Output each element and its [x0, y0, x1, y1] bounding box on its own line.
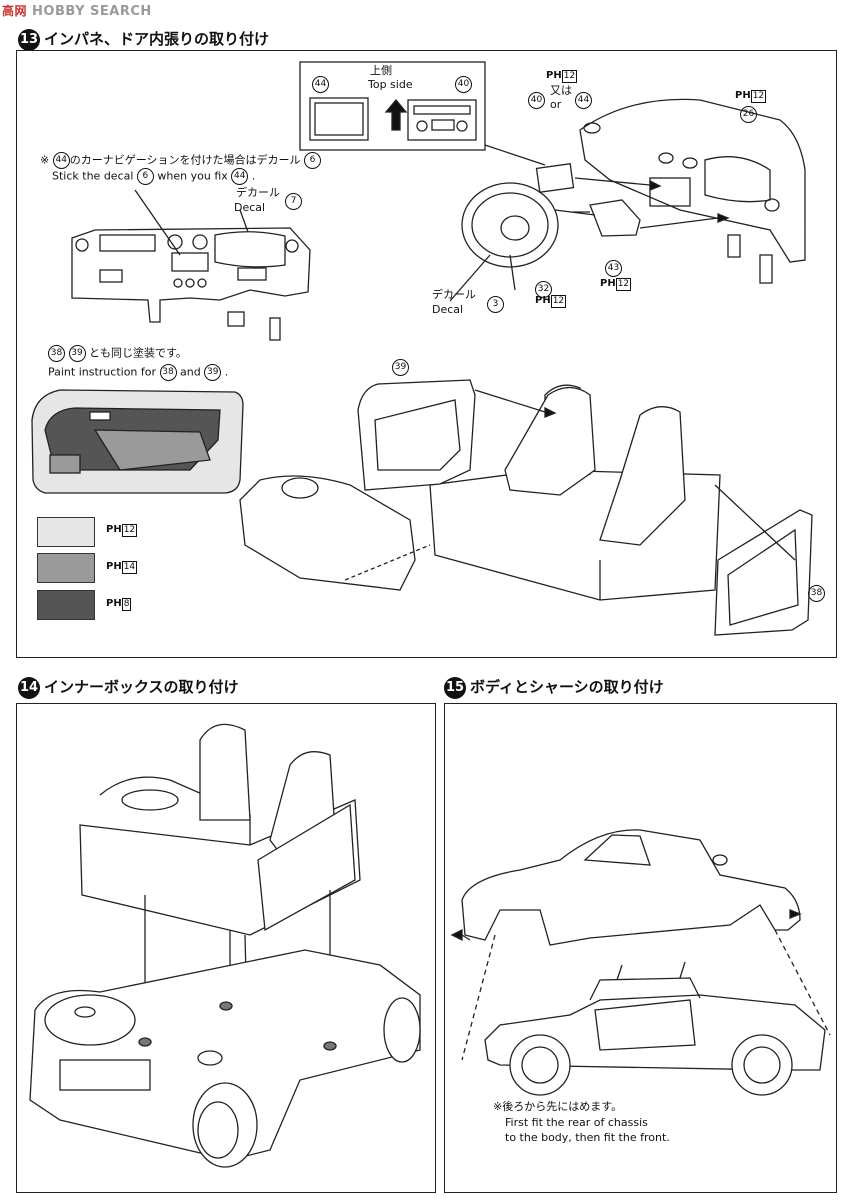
swatch-ph12	[37, 517, 95, 547]
step-15-frame	[444, 703, 837, 1193]
step-13-title-text: インパネ、ドア内張りの取り付け	[44, 30, 270, 48]
top-side-jp: 上側	[370, 64, 392, 77]
watermark-cn: 高网	[2, 4, 28, 18]
part-44-alt-callout: 44	[575, 90, 592, 109]
step-15-title-text: ボディとシャーシの取り付け	[470, 678, 664, 696]
decal-3-callout: 3	[487, 294, 504, 313]
or-en: or	[550, 98, 562, 111]
step15-note-en1: First fit the rear of chassis	[505, 1116, 648, 1129]
part-38-callout: 38	[808, 583, 825, 602]
step-14-number: 14	[18, 676, 40, 699]
part-44-callout: 44	[312, 74, 329, 93]
watermark-logo: 高网 HOBBY SEARCH	[2, 2, 152, 19]
step-15-number: 15	[444, 676, 466, 699]
step15-note-en2: to the body, then fit the front.	[505, 1131, 670, 1144]
step-14-title-text: インナーボックスの取り付け	[44, 678, 239, 696]
swatch-ph14	[37, 553, 95, 583]
decal7-en: Decal	[234, 201, 266, 214]
top-side-en: Top side	[368, 78, 413, 91]
step-13-frame	[16, 50, 837, 658]
part-39-callout: 39	[392, 357, 409, 376]
decal-7-callout: 7	[285, 191, 302, 210]
decal7-jp: デカール	[236, 186, 280, 199]
decal3-jp: デカール	[432, 288, 476, 301]
paint-note-en: Paint instruction for 38 and 39 .	[48, 364, 228, 381]
decal6-note-en: Stick the decal 6 when you fix 44 .	[52, 168, 255, 185]
part-40-alt-callout: 40	[528, 90, 545, 109]
paint-note-jp: 38 39 とも同じ塗装です。	[48, 345, 187, 362]
decal3-en: Decal	[432, 303, 464, 316]
part-43-callout: 43	[605, 258, 622, 277]
part-32-callout: 32	[535, 279, 552, 298]
part-26-callout: 26	[740, 104, 757, 123]
part-40-callout: 40	[455, 74, 472, 93]
swatch-ph8	[37, 590, 95, 620]
watermark-text: HOBBY SEARCH	[32, 4, 152, 19]
step-13-number: 13	[18, 28, 40, 51]
or-jp: 又は	[550, 84, 572, 97]
step-14-frame	[16, 703, 436, 1193]
step15-note-jp: ※後ろから先にはめます。	[493, 1100, 623, 1113]
